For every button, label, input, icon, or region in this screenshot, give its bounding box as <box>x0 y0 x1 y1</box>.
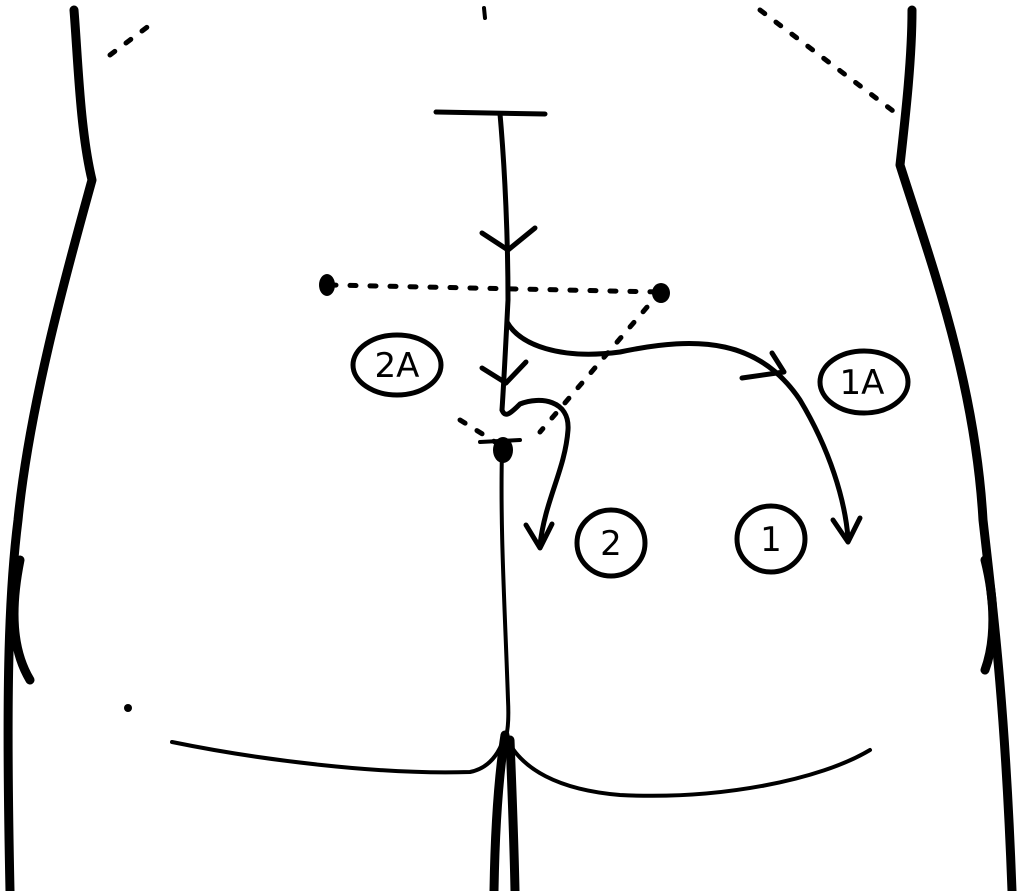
label-1-badge: 1 <box>737 506 805 572</box>
t-bar <box>436 112 545 114</box>
route-1a-curve <box>507 322 848 538</box>
right-hip-bulge <box>985 560 993 670</box>
route-2-curve <box>502 400 568 545</box>
right-gluteal-fold <box>505 735 870 796</box>
sacral-hiatus-tick <box>480 440 520 442</box>
right-iliac-landmark-dot <box>652 283 670 303</box>
right-flank-outline <box>900 10 1012 891</box>
label-2-text: 2 <box>600 524 622 564</box>
right-waist-dotted-line <box>760 10 905 120</box>
label-1a-badge: 1A <box>820 351 908 413</box>
label-2a-badge: 2A <box>353 335 441 395</box>
label-2a-text: 2A <box>375 346 420 386</box>
left-iliac-landmark-dot <box>319 274 335 296</box>
left-flank-outline <box>8 10 92 891</box>
right-psis-dotted-line <box>540 292 660 432</box>
sacral-midline <box>502 450 509 740</box>
skin-mark-left <box>124 704 132 712</box>
label-1a-text: 1A <box>840 363 885 403</box>
left-hip-bulge <box>14 560 30 680</box>
label-1-text: 1 <box>760 520 782 560</box>
gluteal-cleft-right <box>510 740 515 891</box>
iliac-crest-dotted-line <box>330 285 660 292</box>
left-gluteal-fold <box>172 735 505 772</box>
label-2-badge: 2 <box>577 510 645 576</box>
left-waist-dotted-line <box>110 25 150 55</box>
midline-track <box>500 114 508 410</box>
spine-top-tick <box>484 8 485 18</box>
